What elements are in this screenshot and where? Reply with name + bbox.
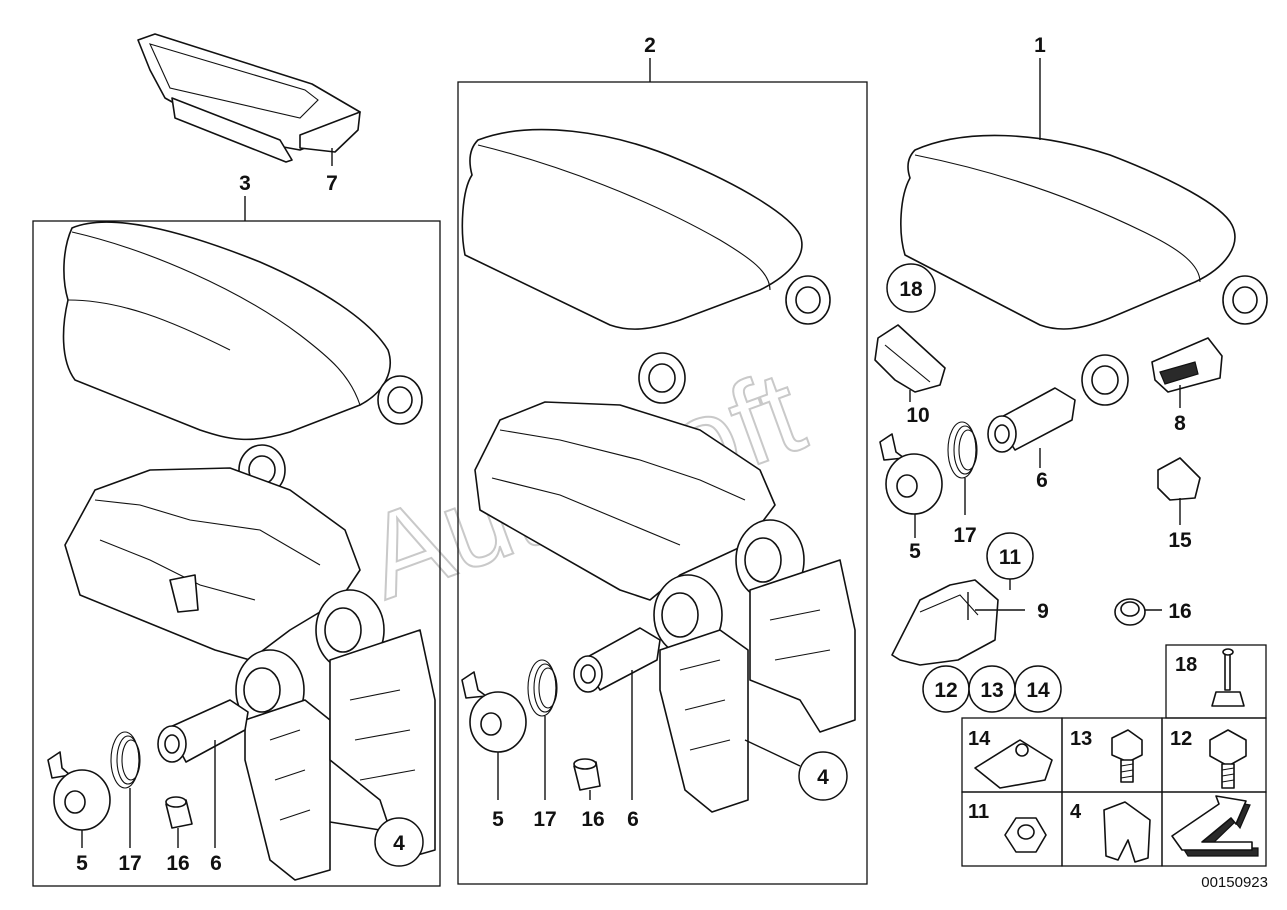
spring-clip-part-5-left (47, 751, 111, 831)
pin-part-18 (1211, 648, 1245, 707)
latch-part-8 (1151, 337, 1223, 393)
label-part-16-left: 16 (166, 852, 189, 875)
cap-part-15 (1157, 457, 1201, 501)
bushing-part-6-right (987, 387, 1076, 453)
label-part-5-left: 5 (76, 852, 88, 875)
coil-spring-part-17-mid (527, 659, 558, 717)
clip-part-4 (1103, 801, 1151, 863)
coil-spring-part-17-left (110, 731, 141, 789)
label-part-18-circle: 18 (899, 278, 923, 301)
label-part-5-mid: 5 (492, 808, 504, 831)
bushing-part-6-mid (573, 627, 661, 693)
bolt-part-13 (1111, 729, 1143, 783)
label-part-9: 9 (1037, 600, 1049, 623)
grid-label-14: 14 (968, 728, 991, 750)
group-3-frame (32, 220, 441, 887)
label-part-6-right: 6 (1036, 469, 1048, 492)
grid-label-13: 13 (1070, 728, 1092, 750)
label-group-1: 1 (1034, 34, 1046, 57)
label-group-3: 3 (239, 172, 251, 195)
coil-spring-part-17-right (947, 421, 978, 479)
bracket-part-10 (874, 324, 946, 393)
label-part-15: 15 (1168, 529, 1192, 552)
fastener-grid (961, 644, 1267, 867)
sleeve-part-16-mid (573, 758, 601, 791)
armrest-lid-group-2 (461, 128, 831, 404)
spring-clip-part-5-mid (461, 671, 527, 753)
bolt-part-12 (1209, 729, 1247, 789)
console-base-group-3 (64, 467, 436, 881)
leader-lines (81, 58, 1181, 848)
label-part-5-right: 5 (909, 540, 921, 563)
circle-part-4-left (374, 817, 424, 867)
label-group-2: 2 (644, 34, 656, 57)
label-part-16-right: 16 (1168, 600, 1191, 623)
label-part-8: 8 (1174, 412, 1186, 435)
clip-part-14 (974, 739, 1053, 789)
grid-label-11: 11 (968, 801, 989, 823)
armrest-lid-group-1 (900, 134, 1268, 406)
label-part-7: 7 (326, 172, 338, 195)
grid-label-12: 12 (1170, 728, 1192, 750)
label-part-17-left: 17 (118, 852, 141, 875)
circle-part-18 (886, 263, 936, 313)
label-part-4-left: 4 (393, 832, 405, 855)
circle-part-11 (986, 532, 1034, 580)
spring-clip-part-5-right (879, 433, 943, 515)
circle-part-14 (1014, 665, 1062, 713)
label-part-14-circle: 14 (1026, 679, 1050, 702)
group-2-frame (457, 81, 868, 885)
sleeve-part-16-right (1114, 598, 1146, 626)
label-part-6-mid: 6 (627, 808, 639, 831)
label-part-4-mid: 4 (817, 766, 829, 789)
sleeve-part-16-left (165, 796, 193, 829)
nut-part-11 (1004, 817, 1047, 853)
mount-part-9 (891, 579, 999, 666)
label-part-11-circle: 11 (999, 546, 1022, 569)
console-base-group-2 (474, 401, 856, 813)
document-number: 00150923 (1201, 874, 1268, 891)
circle-part-4-mid (798, 751, 848, 801)
bushing-part-6-left (157, 699, 249, 763)
grid-label-18: 18 (1175, 654, 1197, 676)
arrow-icon (1171, 795, 1259, 857)
callout-labels: 1 2 3 7 18 10 8 6 5 17 15 11 9 16 12 13 … (76, 34, 1268, 891)
label-part-17-mid: 17 (533, 808, 556, 831)
label-part-12-circle: 12 (934, 679, 957, 702)
tray-part-7 (137, 33, 361, 163)
label-part-6-left: 6 (210, 852, 222, 875)
label-part-17-right: 17 (953, 524, 976, 547)
label-part-13-circle: 13 (980, 679, 1003, 702)
armrest-lid-group-3 (62, 221, 423, 496)
label-part-16-mid: 16 (581, 808, 604, 831)
grid-label-4: 4 (1070, 801, 1082, 823)
label-part-10: 10 (906, 404, 929, 427)
